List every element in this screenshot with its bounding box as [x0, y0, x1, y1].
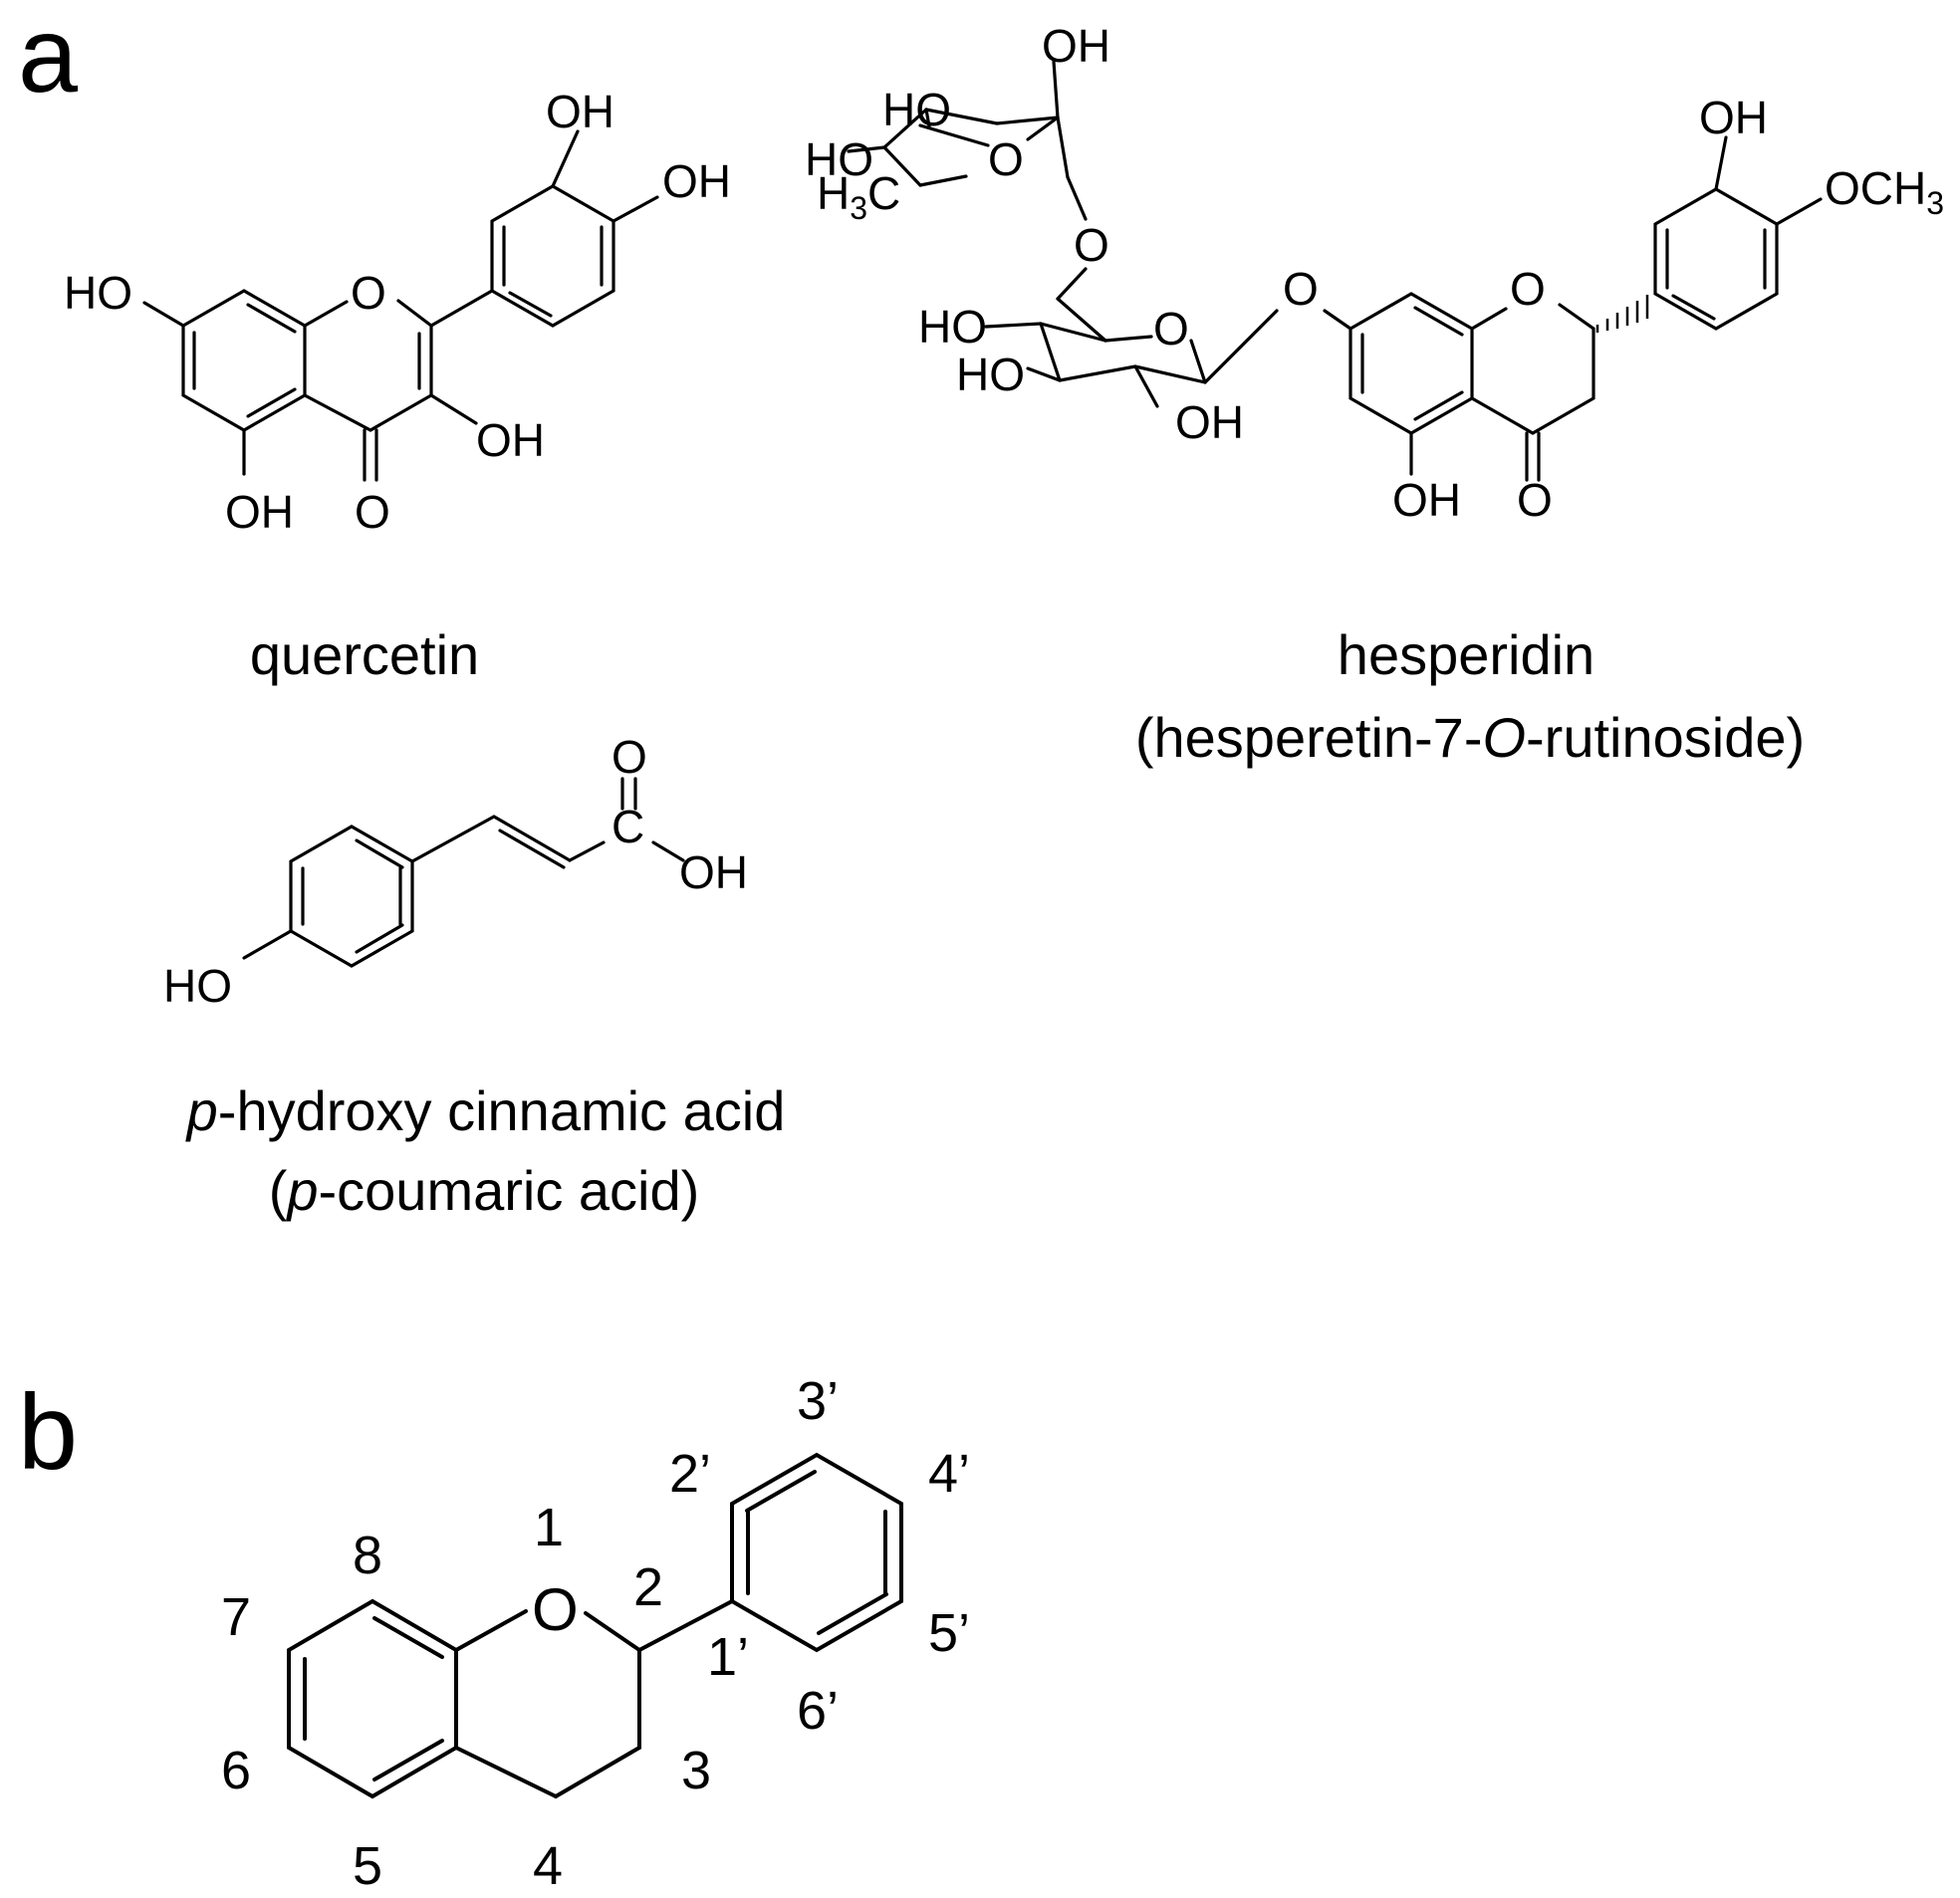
- coumaric-alt-pre: (: [269, 1159, 288, 1222]
- glucose-oh: OH: [1175, 396, 1244, 448]
- och3-sub-3: 3: [1926, 185, 1944, 221]
- coumaric-name-post: -hydroxy cinnamic acid: [218, 1079, 786, 1142]
- quercetin-oh-3: OH: [476, 414, 545, 466]
- methyl-label: H3C: [817, 167, 900, 226]
- flavan-pos-8: 8: [353, 1526, 382, 1585]
- hesperidin-name: hesperidin: [1338, 623, 1594, 686]
- coumaric-acid-name: p-hydroxy cinnamic acid: [185, 1079, 786, 1142]
- panel-label-a: a: [18, 0, 79, 115]
- glucose-ho-1: HO: [918, 301, 987, 353]
- hesperidin-hashed-wedge: [1595, 295, 1649, 333]
- hesperidin-bonds: [847, 60, 1823, 482]
- quercetin-name: quercetin: [250, 623, 479, 686]
- flavan-pos-3: 3: [681, 1741, 711, 1800]
- coumaric-ho: HO: [163, 960, 232, 1012]
- coumaric-carbonyl-o: O: [612, 731, 647, 783]
- quercetin-oh-3prime: OH: [546, 86, 614, 137]
- flavan-bonds: [287, 1452, 903, 1799]
- coumaric-acid-bonds: [242, 777, 685, 968]
- flavan-pos-3prime: 3’: [797, 1371, 839, 1431]
- hesperidin-oh-3prime: OH: [1699, 92, 1768, 143]
- flavan-pos-2prime: 2’: [669, 1444, 711, 1504]
- quercetin-ring-o: O: [351, 267, 386, 319]
- coumaric-carboxyl-c: C: [612, 801, 644, 852]
- hesperidin-carbonyl-o: O: [1517, 474, 1553, 526]
- hesperidin-ether-o: O: [1283, 263, 1319, 315]
- coumaric-acid-alt-name: (p-coumaric acid): [269, 1159, 700, 1222]
- quercetin-bonds: [142, 129, 659, 482]
- methyl-c: C: [867, 167, 900, 219]
- hesperidin-alt-name: (hesperetin-7-O-rutinoside): [1135, 706, 1805, 769]
- quercetin-oh-4prime: OH: [662, 155, 731, 207]
- flavan-pos-5: 5: [353, 1836, 382, 1896]
- quercetin-ho-7: HO: [64, 267, 132, 319]
- methyl-sub-3: 3: [850, 190, 867, 226]
- coumaric-oh: OH: [679, 846, 748, 898]
- flavan-pos-6: 6: [221, 1741, 251, 1800]
- quercetin-structure: OH OH HO O OH OH O quercetin: [64, 86, 731, 686]
- rhamnose-ring-o: O: [988, 133, 1024, 185]
- panel-label-b: b: [18, 1371, 78, 1492]
- flavan-pos-4: 4: [533, 1836, 563, 1896]
- och3-text: OCH: [1825, 162, 1926, 214]
- quercetin-oh-5: OH: [225, 486, 294, 538]
- coumaric-acid-structure: O C OH HO p-hydroxy cinnamic acid (p-cou…: [163, 731, 785, 1222]
- flavan-pos-7: 7: [221, 1587, 251, 1647]
- flavan-pos-1: 1: [534, 1498, 564, 1557]
- hesperidin-oh-5: OH: [1392, 474, 1461, 526]
- rhamnose-ho-upper: HO: [882, 84, 951, 135]
- flavan-pos-2: 2: [633, 1557, 663, 1617]
- hesperidin-och3: OCH3: [1825, 162, 1944, 221]
- methyl-h: H: [817, 167, 850, 219]
- rutinoside-link-o: O: [1074, 219, 1109, 271]
- glucose-ho-2: HO: [956, 349, 1025, 400]
- coumaric-name-italic-p: p: [185, 1079, 218, 1142]
- glucose-ring-o: O: [1153, 303, 1189, 355]
- hesperidin-alt-name-italic: O: [1482, 706, 1526, 769]
- hesperidin-structure: OH HO HO O H3C O HO O HO OH O O OH OCH3 …: [805, 20, 1944, 769]
- rhamnose-oh-top: OH: [1042, 20, 1110, 72]
- flavan-pos-6prime: 6’: [797, 1681, 839, 1741]
- coumaric-alt-post: -coumaric acid): [319, 1159, 700, 1222]
- hesperidin-alt-name-pre: (hesperetin-7-: [1135, 706, 1483, 769]
- quercetin-carbonyl-o: O: [355, 486, 390, 538]
- flavan-ring-o: O: [532, 1576, 579, 1643]
- hesperidin-ring-o: O: [1510, 263, 1546, 315]
- flavan-pos-4prime: 4’: [928, 1444, 970, 1504]
- flavan-pos-5prime: 5’: [928, 1603, 970, 1663]
- coumaric-alt-italic-p: p: [285, 1159, 318, 1222]
- flavan-skeleton-structure: O 1 2 3 4 5 6 7 8 1’ 2’ 3’ 4’ 5’ 6’: [221, 1371, 970, 1896]
- flavan-pos-1prime: 1’: [707, 1627, 749, 1687]
- rhamnose-ho-left: HO: [805, 133, 873, 185]
- hesperidin-alt-name-post: -rutinoside): [1526, 706, 1805, 769]
